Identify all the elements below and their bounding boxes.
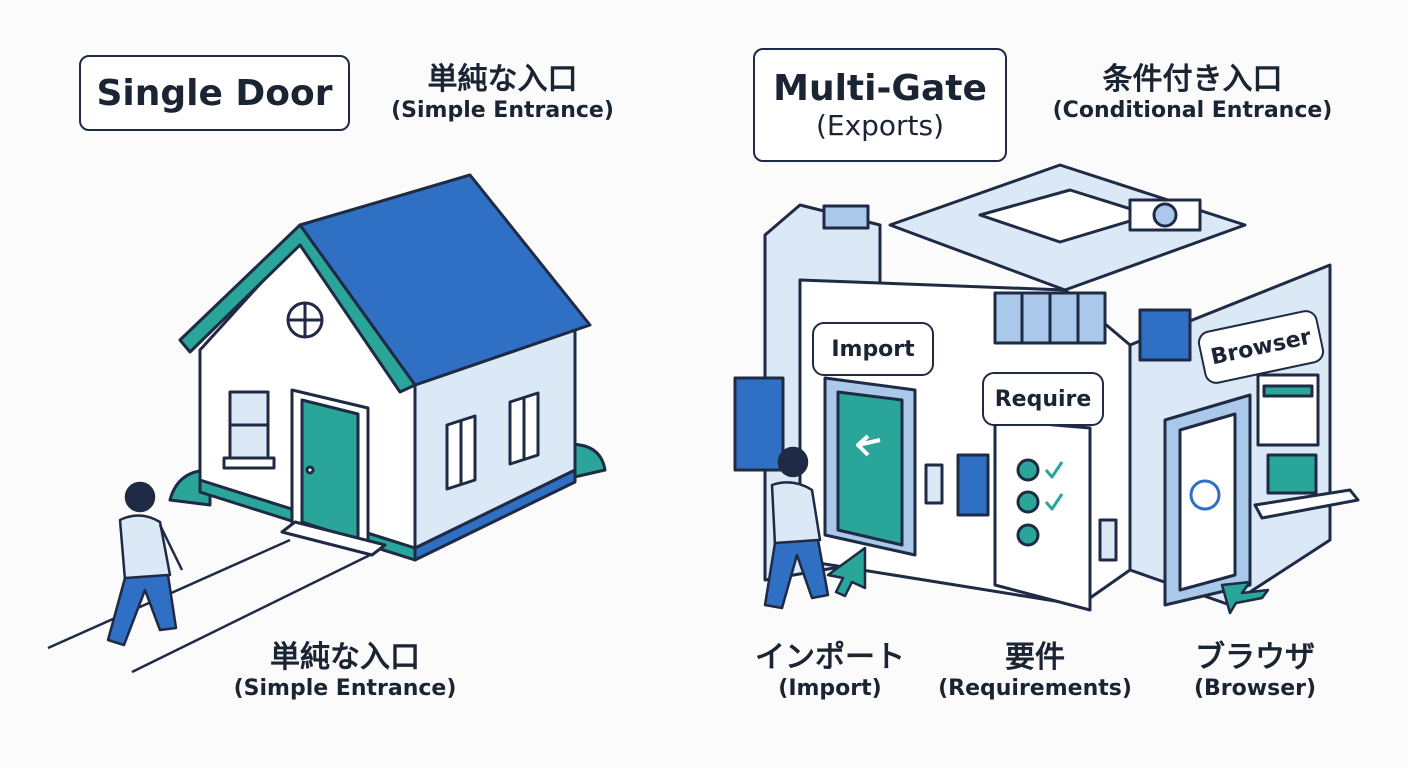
right-top-caption: 条件付き入口 (Conditional Entrance) [1040, 62, 1345, 124]
left-bottom-caption-en: (Simple Entrance) [233, 676, 457, 701]
right-top-caption-jp: 条件付き入口 [1102, 62, 1283, 97]
gate-caption-import-en: (Import) [778, 676, 882, 701]
building-illustration [733, 163, 1360, 612]
single-door-title: Single Door [96, 72, 333, 114]
gate-caption-import-jp: インポート [755, 640, 905, 675]
house-illustration [168, 173, 607, 562]
multi-gate-title-box: Multi-Gate (Exports) [753, 48, 1007, 162]
single-door-title-box: Single Door [79, 55, 350, 131]
person-walking-left [106, 481, 184, 647]
gate-caption-requirements-jp: 要件 [1005, 640, 1065, 675]
import-sign-label: Import [831, 336, 915, 362]
browser-sign-label: Browser [1208, 324, 1314, 370]
left-bottom-caption-jp: 単純な入口 [270, 640, 420, 675]
multi-gate-subtitle: (Exports) [815, 109, 945, 142]
gate-caption-browser-en: (Browser) [1193, 676, 1317, 701]
left-bottom-caption: 単純な入口 (Simple Entrance) [220, 640, 470, 702]
left-top-caption: 単純な入口 (Simple Entrance) [380, 62, 625, 124]
gate-caption-browser: ブラウザ (Browser) [1175, 640, 1335, 702]
right-top-caption-en: (Conditional Entrance) [1052, 98, 1333, 123]
gate-caption-import: インポート (Import) [745, 640, 915, 702]
gate-caption-browser-jp: ブラウザ [1195, 640, 1315, 675]
person-walking-right [763, 446, 830, 610]
require-sign: Require [982, 372, 1104, 426]
left-top-caption-jp: 単純な入口 [427, 62, 578, 97]
gate-caption-requirements-en: (Requirements) [938, 676, 1132, 701]
left-top-caption-en: (Simple Entrance) [391, 98, 614, 123]
import-sign: Import [812, 322, 934, 376]
require-sign-label: Require [994, 386, 1092, 412]
multi-gate-title: Multi-Gate [773, 68, 987, 109]
cursor-arrows [826, 546, 1270, 615]
gate-caption-requirements: 要件 (Requirements) [925, 640, 1145, 702]
